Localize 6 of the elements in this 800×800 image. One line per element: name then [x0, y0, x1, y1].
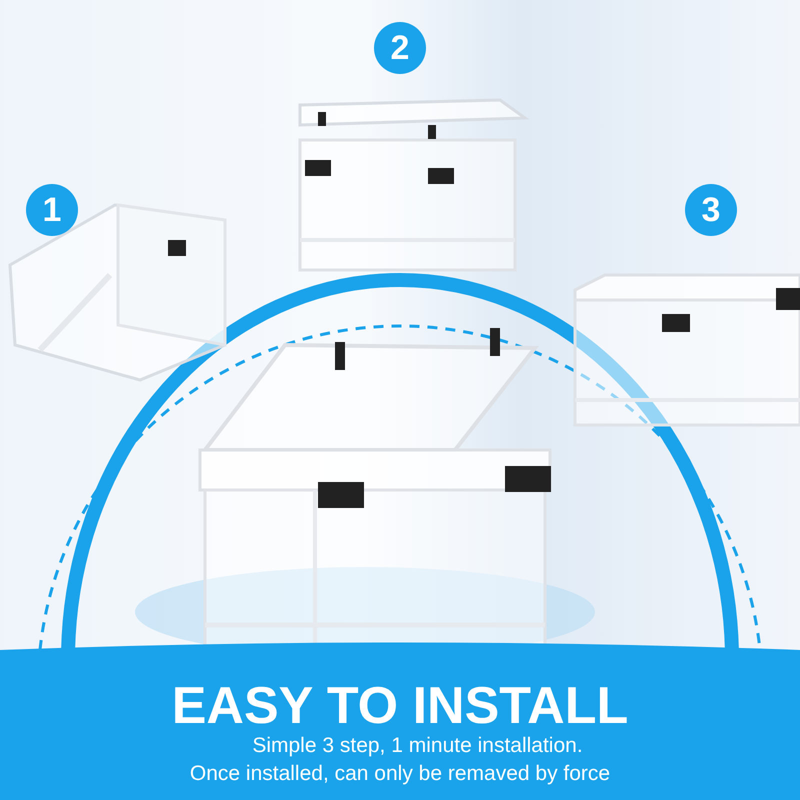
subtitle-text: Simple 3 step, 1 minute installation.: [251, 733, 584, 759]
step-number-badge: 2: [374, 22, 426, 74]
step-number-badge: 1: [26, 184, 78, 236]
heading: EASY TO INSTALL: [170, 676, 630, 736]
step-number-badge: 3: [685, 184, 737, 236]
subtitle-text: Once installed, can only be remaved by force: [188, 761, 612, 787]
